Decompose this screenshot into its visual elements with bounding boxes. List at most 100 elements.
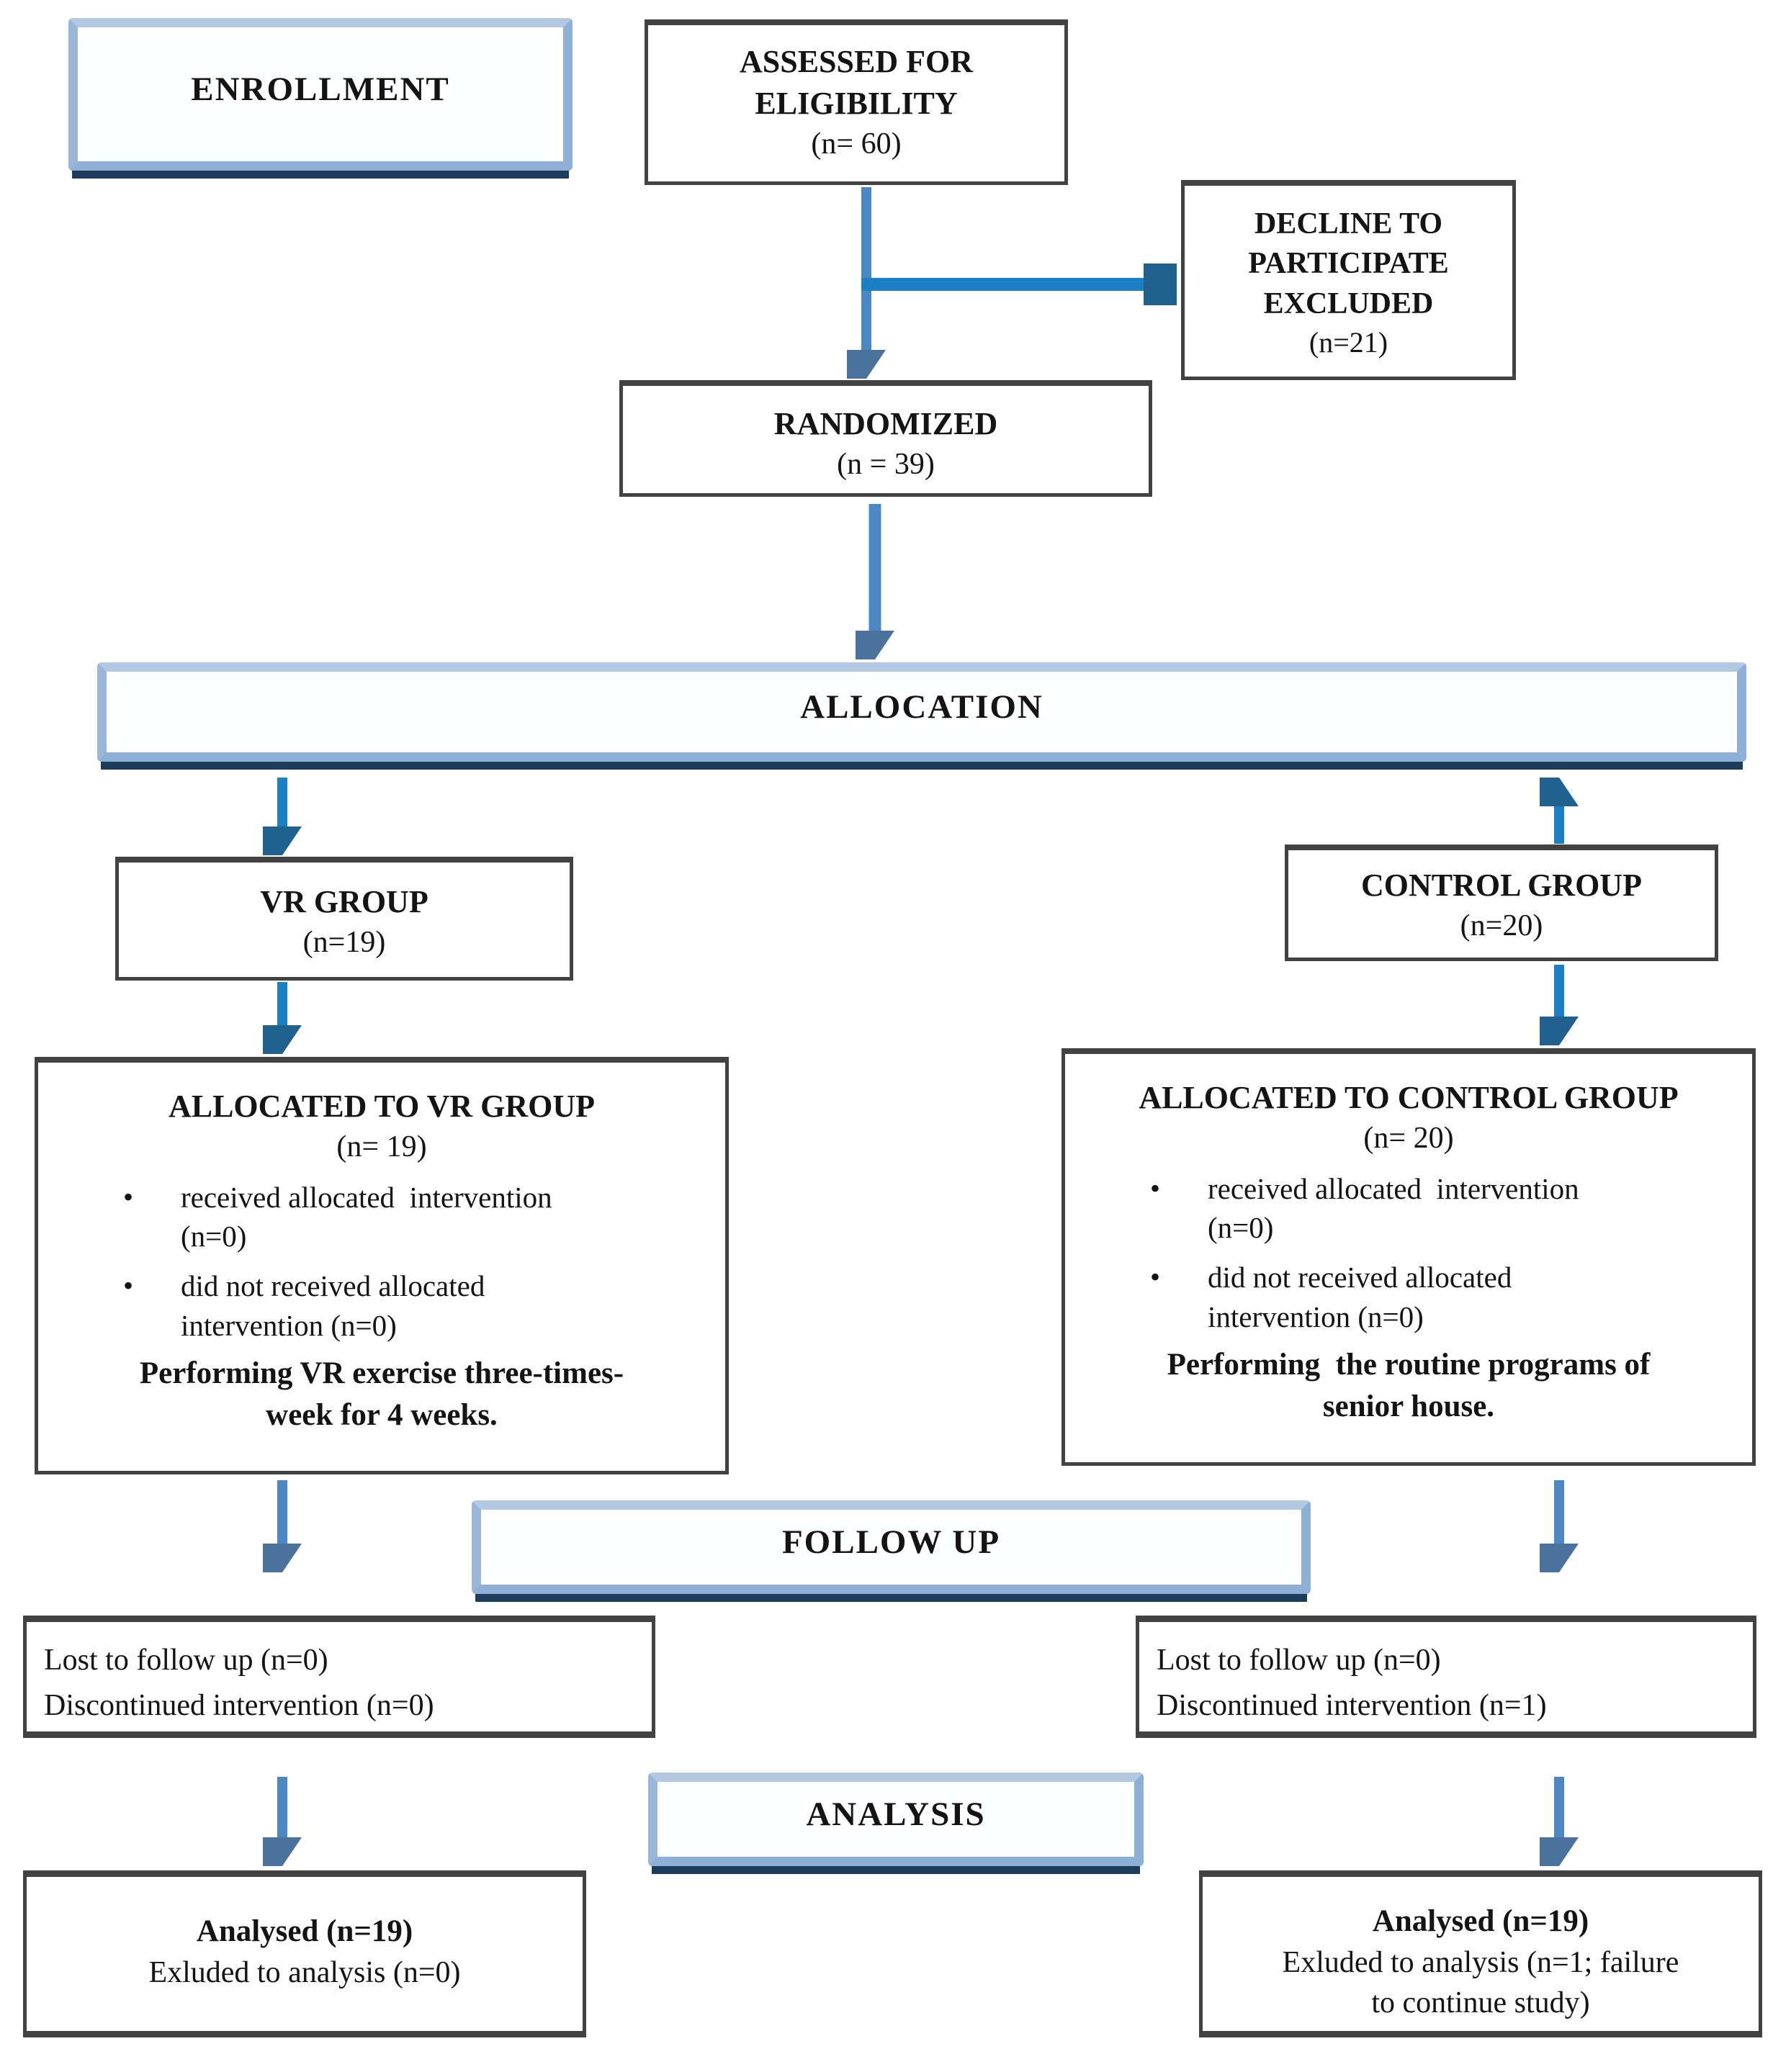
allocated-vr-bullet-2: • did not received allocated interventio… (113, 1266, 725, 1346)
arrow-stem (861, 187, 871, 354)
bullet-text: (n=0) (1208, 1211, 1274, 1245)
analysed-vr-line1: Analysed (n=19) (196, 1914, 413, 1948)
allocated-control-note: Performing the routine programs of senio… (1065, 1344, 1752, 1428)
arrow-to-excluded (861, 263, 1177, 305)
arrow-stem (277, 1480, 287, 1548)
vr-group-n: (n=19) (302, 926, 386, 960)
arrow-stem (277, 778, 287, 831)
bullet-icon: • (1150, 1171, 1161, 1204)
arrow-stem (1554, 1777, 1564, 1842)
control-group-box: CONTROL GROUP (n=20) (1285, 844, 1718, 961)
bullet-icon: • (123, 1269, 134, 1302)
arrow-head-icon (1540, 1837, 1579, 1866)
lost-vr-line2: Discontinued intervention (n=0) (44, 1689, 434, 1722)
excluded-line1: DECLINE TO (1254, 207, 1443, 240)
arrow-stem (1554, 1480, 1564, 1548)
assessed-n: (n= 60) (811, 127, 902, 161)
allocated-vr-title: ALLOCATED TO VR GROUP (168, 1089, 596, 1124)
follow-up-band: FOLLOW UP (472, 1500, 1311, 1594)
allocated-vr-n: (n= 19) (336, 1130, 427, 1164)
bullet-text: did not received allocated (1208, 1261, 1512, 1294)
randomized-n: (n = 39) (837, 448, 935, 482)
control-group-line1: CONTROL GROUP (1361, 868, 1642, 903)
arrow-head-icon (847, 350, 886, 379)
arrow-head-icon (856, 631, 894, 659)
arrow-control-to-followup (1540, 1480, 1579, 1572)
allocated-control-bullet-1: • received allocated intervention (n=0) (1140, 1169, 1752, 1248)
arrow-head-icon (263, 1837, 302, 1866)
allocated-control-n: (n= 20) (1363, 1122, 1454, 1156)
analysed-control-box: Analysed (n=19) Exluded to analysis (n=1… (1199, 1870, 1762, 2037)
arrow-vr-to-analysis (263, 1777, 302, 1866)
arrow-stem (861, 278, 1146, 291)
lost-control-line1: Lost to follow up (n=0) (1157, 1644, 1441, 1677)
arrow-assessed-to-randomized (847, 187, 886, 379)
arrow-control-to-analysis (1540, 1777, 1579, 1866)
analysed-control-line2: Exluded to analysis (n=1; failure (1282, 1945, 1679, 1979)
bullet-icon: • (123, 1180, 134, 1213)
enrollment-label: ENROLLMENT (191, 71, 450, 108)
assessed-line2: ELIGIBILITY (755, 86, 958, 122)
allocation-band: ALLOCATION (97, 662, 1746, 762)
arrow-head-icon (263, 1544, 302, 1572)
note-line: Performing the routine programs of (1167, 1348, 1651, 1382)
analysed-control-line1: Analysed (n=19) (1372, 1904, 1589, 1938)
excluded-line2: PARTICIPATE (1248, 247, 1449, 281)
allocated-vr-bullet-1: • received allocated intervention (n=0) (113, 1178, 725, 1257)
follow-up-label: FOLLOW UP (781, 1523, 1001, 1561)
arrow-stem (1554, 965, 1564, 1021)
vr-group-box: VR GROUP (n=19) (115, 857, 573, 981)
arrow-head-icon (1540, 1017, 1579, 1045)
bullet-text: (n=0) (181, 1220, 247, 1253)
arrow-allocation-to-vr (263, 778, 302, 855)
arrow-stem (1554, 802, 1564, 844)
randomized-box: RANDOMIZED (n = 39) (619, 380, 1152, 497)
lost-control-line2: Discontinued intervention (n=1) (1157, 1689, 1547, 1722)
arrow-randomized-to-allocation (856, 504, 894, 659)
analysis-band: ANALYSIS (648, 1773, 1144, 1866)
arrow-head-icon (263, 1025, 302, 1054)
bullet-text: did not received allocated (181, 1269, 485, 1303)
allocated-control-bullet-2: • did not received allocated interventio… (1140, 1258, 1752, 1337)
bullet-text: intervention (n=0) (181, 1309, 397, 1343)
arrow-control-to-allocated (1540, 965, 1579, 1045)
arrow-head-icon (1540, 778, 1579, 806)
arrow-stem (277, 1777, 287, 1842)
arrow-stem (868, 504, 881, 635)
bullet-text: received allocated intervention (1208, 1171, 1579, 1205)
vr-group-line1: VR GROUP (260, 884, 428, 919)
analysed-vr-line2: Exluded to analysis (n=0) (148, 1955, 461, 1989)
arrow-stem (277, 982, 287, 1030)
lost-control-box: Lost to follow up (n=0) Discontinued int… (1136, 1616, 1756, 1738)
note-line: Performing VR exercise three-times- (139, 1356, 624, 1391)
bullet-icon: • (1150, 1261, 1161, 1294)
assessed-line1: ASSESSED FOR (739, 44, 973, 79)
arrow-head-icon (263, 826, 302, 855)
allocation-label: ALLOCATION (800, 688, 1043, 726)
control-group-n: (n=20) (1460, 909, 1543, 943)
lost-vr-line1: Lost to follow up (n=0) (44, 1644, 328, 1677)
note-line: week for 4 weeks. (266, 1398, 498, 1433)
assessed-eligibility-box: ASSESSED FOR ELIGIBILITY (n= 60) (645, 19, 1068, 185)
analysis-label: ANALYSIS (806, 1796, 986, 1833)
analysed-control-line3: to continue study) (1371, 1986, 1590, 2020)
arrow-control-to-allocation (1540, 778, 1579, 844)
arrow-head-icon (1540, 1544, 1579, 1572)
enrollment-band: ENROLLMENT (68, 18, 573, 171)
bullet-text: received allocated intervention (181, 1180, 552, 1214)
allocated-control-title: ALLOCATED TO CONTROL GROUP (1139, 1080, 1679, 1115)
bullet-text: intervention (n=0) (1208, 1300, 1424, 1334)
arrow-vr-to-allocated (263, 982, 302, 1054)
allocated-control-box: ALLOCATED TO CONTROL GROUP (n= 20) • rec… (1061, 1048, 1756, 1466)
excluded-box: DECLINE TO PARTICIPATE EXCLUDED (n=21) (1181, 180, 1516, 380)
randomized-line1: RANDOMIZED (773, 406, 998, 441)
excluded-line3: EXCLUDED (1263, 287, 1434, 320)
note-line: senior house. (1322, 1389, 1495, 1424)
arrow-head-icon (1144, 263, 1177, 305)
excluded-n: (n=21) (1309, 326, 1388, 359)
lost-vr-box: Lost to follow up (n=0) Discontinued int… (23, 1616, 655, 1738)
analysed-vr-box: Analysed (n=19) Exluded to analysis (n=0… (23, 1870, 586, 2037)
allocated-vr-note: Performing VR exercise three-times- week… (38, 1353, 725, 1436)
arrow-vr-to-followup (263, 1480, 302, 1572)
